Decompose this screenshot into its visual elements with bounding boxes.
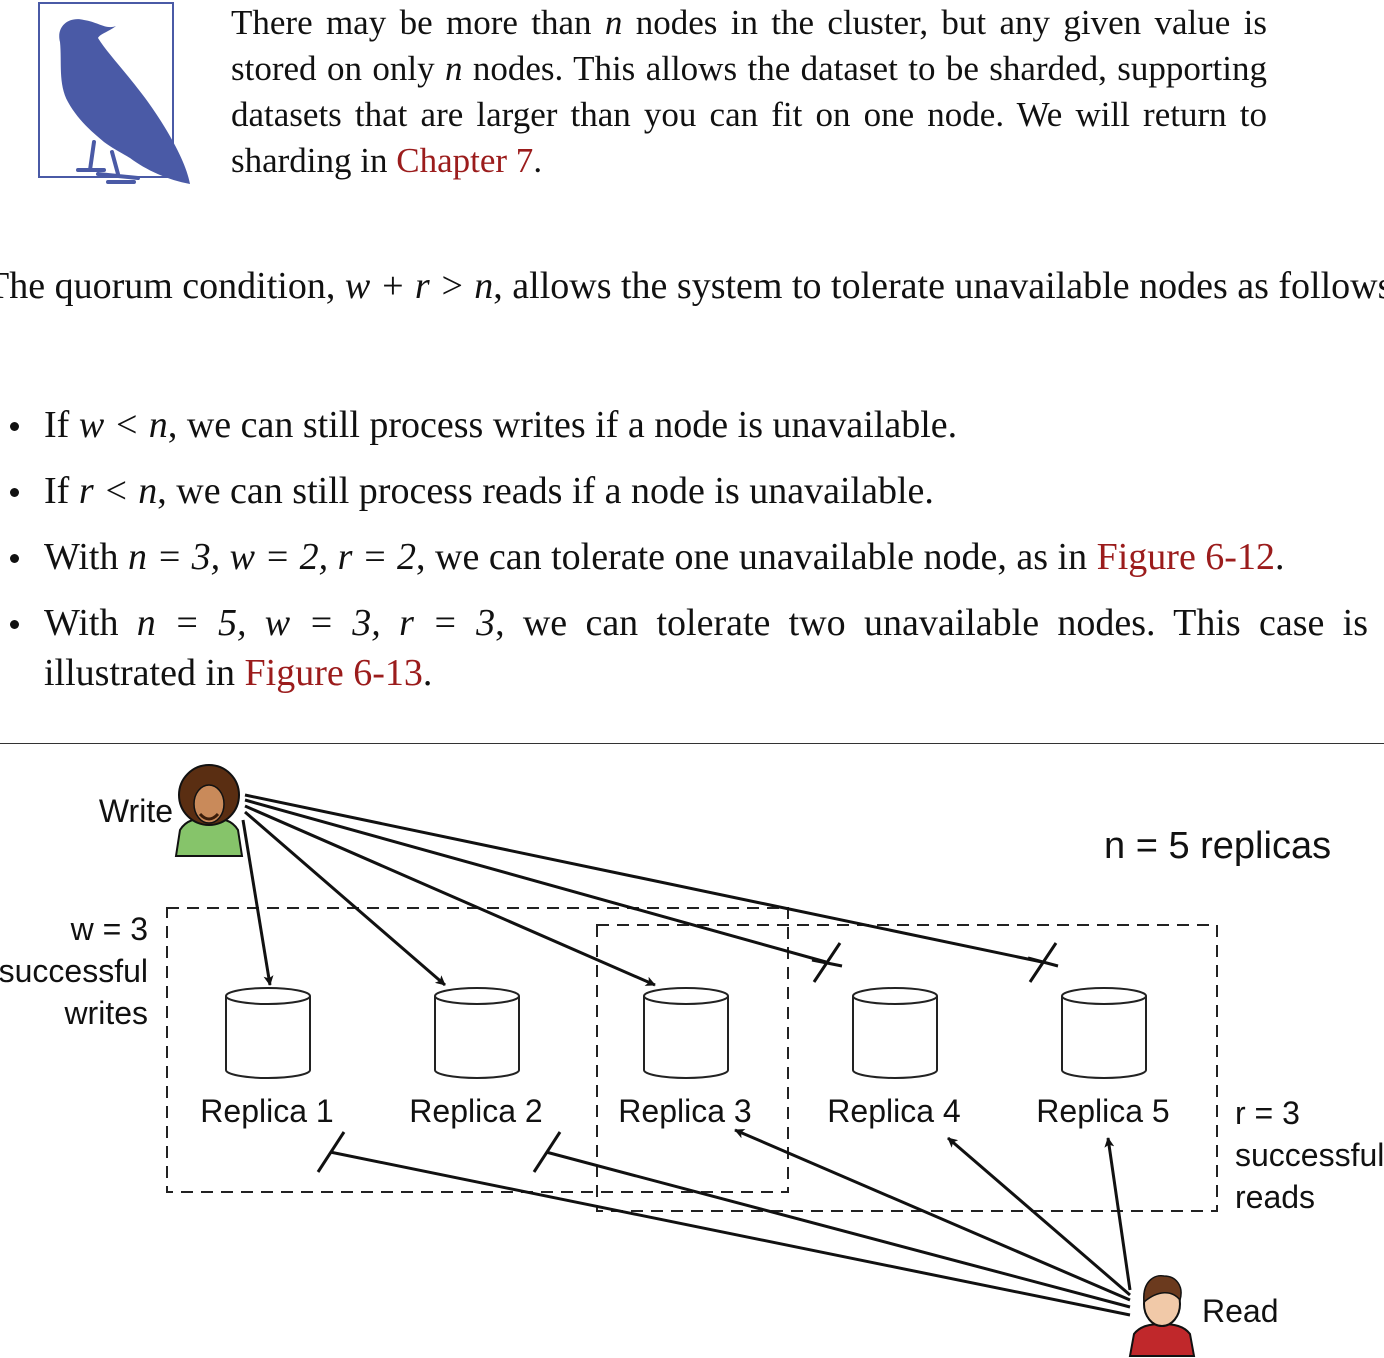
n-replicas-label: n = 5 replicas: [1104, 825, 1331, 867]
reader-avatar-icon: [1128, 1274, 1196, 1357]
list-item: With n = 5, w = 3, r = 3, we can tolerat…: [0, 598, 1368, 698]
chapter-7-link[interactable]: Chapter 7: [396, 141, 534, 180]
r-label-1: r = 3: [1235, 1095, 1300, 1131]
r-label-2: successful: [1235, 1137, 1384, 1173]
replica-cylinders: [225, 987, 1147, 1079]
failed-write-marks: [811, 942, 1059, 983]
list-item: With n = 3, w = 2, r = 2, we can tolerat…: [0, 532, 1368, 582]
read-quorum-box: [596, 924, 1218, 1212]
write-label: Write: [99, 793, 173, 829]
w-label-1: w = 3: [70, 911, 148, 947]
r-label-3: reads: [1235, 1179, 1315, 1215]
writer-avatar-icon: [174, 764, 244, 857]
replica-2-label: Replica 2: [409, 1093, 542, 1129]
list-item: If r < n, we can still process reads if …: [0, 466, 1368, 516]
quorum-diagram: Replica 1 Replica 2 Replica 3 Replica 4 …: [0, 764, 1384, 1357]
bullet-list: If w < n, we can still process writes if…: [0, 400, 1384, 698]
replica-1-cylinder: [225, 987, 311, 1079]
read-label: Read: [1202, 1293, 1279, 1329]
quorum-paragraph: The quorum condition, w + r > n, allows …: [0, 265, 1384, 307]
replica-3-label: Replica 3: [618, 1093, 751, 1129]
replica-5-cylinder: [1061, 987, 1147, 1079]
figure-6-12-link[interactable]: Figure 6-12: [1096, 536, 1275, 578]
read-arrows: [329, 1128, 1132, 1317]
write-arrows: [241, 793, 1043, 987]
list-item: If w < n, we can still process writes if…: [0, 400, 1368, 450]
replica-3-cylinder: [643, 987, 729, 1079]
divider: [0, 743, 1384, 744]
replica-4-cylinder: [852, 987, 938, 1079]
bullet-icon: [10, 554, 19, 563]
replica-4-label: Replica 4: [827, 1093, 960, 1129]
note-text: There may be more than n nodes in the cl…: [231, 3, 1268, 180]
replica-2-cylinder: [434, 987, 520, 1079]
failed-read-marks: [316, 1131, 562, 1173]
w-label-3: writes: [63, 995, 148, 1031]
note-bird-icon: [38, 2, 198, 198]
figure-6-13-link[interactable]: Figure 6-13: [244, 652, 423, 694]
bullet-icon: [10, 620, 19, 629]
replica-1-label: Replica 1: [200, 1093, 333, 1129]
w-label-2: successful: [0, 953, 148, 989]
bullet-icon: [10, 422, 19, 431]
bullet-icon: [10, 488, 19, 497]
replica-5-label: Replica 5: [1036, 1093, 1169, 1129]
